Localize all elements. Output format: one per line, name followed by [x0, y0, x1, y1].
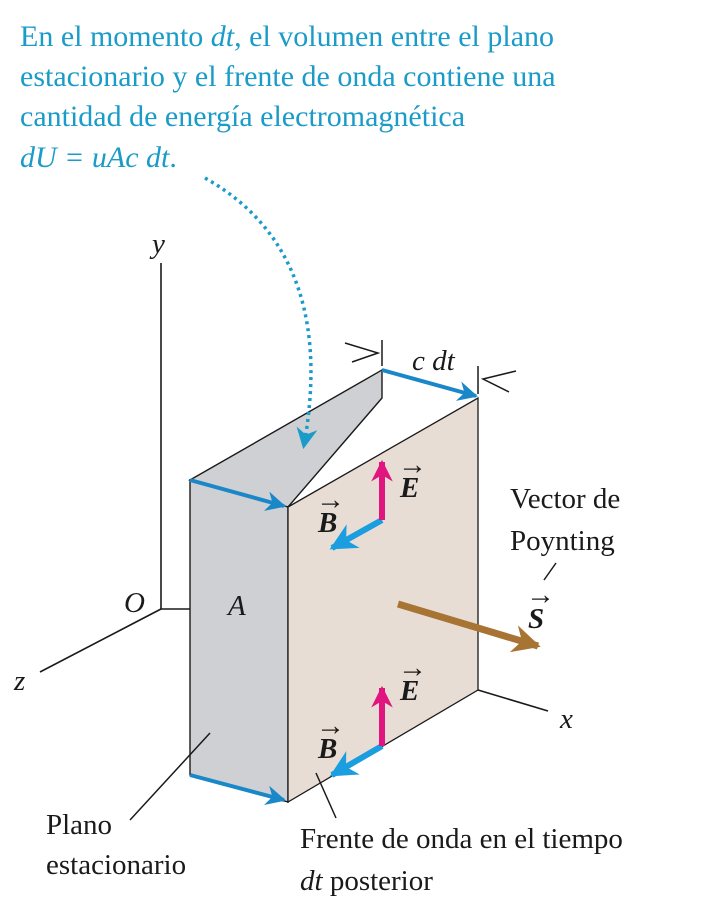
magnetic-field-arrow-upper	[329, 517, 384, 551]
z-axis-label: z	[13, 665, 25, 697]
magnetic-field-label-upper: B →	[316, 484, 345, 539]
electric-field-label-lower: E →	[398, 652, 427, 707]
upper-field-vectors: E → B →	[316, 449, 427, 551]
width-label: c dt	[412, 345, 456, 377]
wavefront-leader-line	[315, 772, 337, 819]
magnetic-field-arrow-lower	[329, 743, 384, 778]
poynting-label-line-1: Vector de	[510, 483, 620, 515]
dimension-arrow-left	[344, 342, 381, 363]
x-axis-label: x	[559, 703, 573, 735]
poynting-arrow	[396, 600, 541, 653]
poynting-vector: S → Vector de Poynting	[396, 483, 620, 653]
vector-arrow-symbol: →	[398, 652, 427, 684]
stationary-plane-leader-line	[129, 732, 211, 821]
stationary-plane-callout: Plano estacionario	[46, 732, 211, 881]
caption: En el momento dt, el volumen entre el pl…	[20, 20, 556, 174]
bottom-edge-arrow	[189, 773, 286, 806]
propagation-arrows	[189, 368, 478, 806]
y-axis-label: y	[149, 228, 165, 260]
width-dimension: c dt	[344, 340, 517, 394]
svg-text:E: E	[399, 472, 419, 504]
vector-arrow-symbol: →	[316, 484, 345, 516]
vector-arrow-symbol: →	[526, 579, 555, 611]
magnetic-field-label-lower: B →	[316, 710, 345, 765]
x-axis	[477, 689, 549, 712]
poynting-label-line-2: Poynting	[510, 525, 615, 557]
wavefront-label-line-2: dt posterior	[300, 865, 433, 897]
caption-line-2: estacionario y el frente de onda contien…	[20, 60, 556, 93]
dimension-arrow-right	[480, 370, 517, 393]
middle-edge-arrow	[189, 478, 286, 511]
caption-line-3: cantidad de energía electromagnética	[20, 100, 465, 133]
area-label: A	[226, 590, 246, 622]
vector-arrow-symbol: →	[316, 710, 345, 742]
stationary-plane-label-line-2: estacionario	[46, 849, 186, 881]
poynting-symbol-label: S →	[526, 579, 555, 635]
poynting-leader-line	[543, 562, 557, 581]
wavefront-label-line-1: Frente de onda en el tiempo	[300, 823, 623, 855]
z-axis	[39, 608, 162, 673]
caption-equation: dU = uAc dt.	[20, 141, 177, 174]
top-edge-arrow	[381, 368, 478, 401]
svg-text:E: E	[399, 675, 419, 707]
svg-text:B: B	[317, 733, 337, 765]
svg-text:S: S	[528, 603, 544, 635]
lower-field-vectors: E → B →	[316, 652, 427, 778]
wavefront-callout: Frente de onda en el tiempo dt posterior	[300, 772, 623, 897]
wavefront-plane	[287, 396, 479, 804]
stationary-plane-label-line-1: Plano	[46, 809, 112, 841]
vector-arrow-symbol: →	[398, 449, 427, 481]
electric-field-label-upper: E →	[398, 449, 427, 504]
caption-pointer	[204, 176, 318, 450]
caption-line-1: En el momento dt, el volumen entre el pl…	[20, 20, 554, 53]
svg-text:B: B	[317, 507, 337, 539]
axes: y x z O	[13, 228, 573, 735]
stationary-plane-face	[189, 479, 289, 803]
origin-label: O	[124, 587, 145, 619]
